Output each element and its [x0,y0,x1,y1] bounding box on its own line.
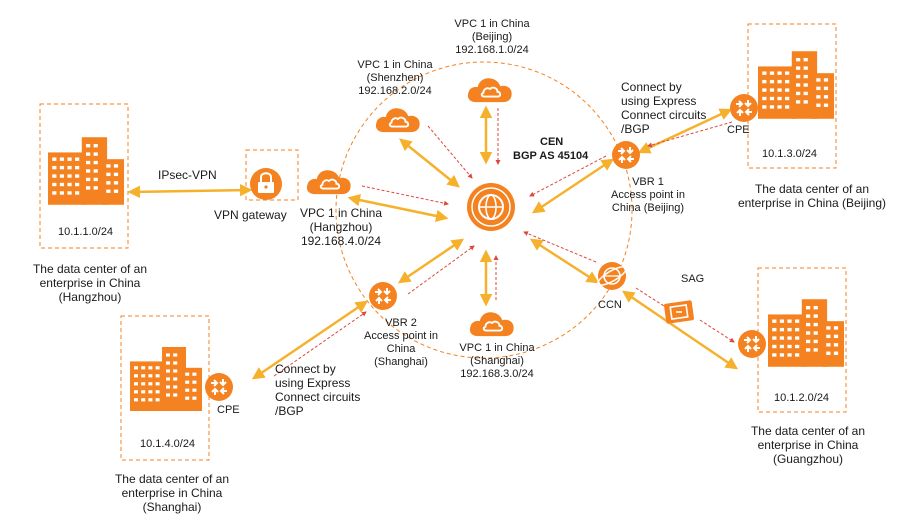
sag-icon [664,300,694,324]
dc-guangzhou-cidr: 10.1.2.0/24 [774,392,830,404]
express-top-line2: using Express [621,94,697,108]
dc-beijing-line1: The data center of an [754,182,870,196]
dc-hangzhou-cidr: 10.1.1.0/24 [58,226,114,238]
vpc-shanghai-cloud-icon [468,311,515,338]
vbr1-name: VBR 1 [632,176,664,188]
ccn-label: CCN [598,299,622,311]
dc-shanghai-cpe: CPE [217,404,240,416]
building-icon [768,299,844,367]
vpc-hangzhou-line2: (Hangzhou) [309,220,373,234]
vpn-gateway-label: VPN gateway [214,208,287,222]
building-icon [130,347,202,411]
vpc-shenzhen-label: VPC 1 in China (Shenzhen) 192.168.2.0/24 [348,59,442,98]
dc-shanghai-line2: enterprise in China [121,486,223,500]
dc-shanghai-line3: (Shanghai) [142,500,202,514]
vpc-shenzhen-line2: (Shenzhen) [366,72,424,84]
yellow-links [127,105,739,380]
dc-guangzhou-line2: enterprise in China [757,438,859,452]
cpe-router-icon [737,329,767,359]
datacenter-box-shanghai [120,315,210,461]
vpc-beijing-line2: (Beijing) [471,31,513,43]
vbr1-line3: China (Beijing) [611,202,685,214]
vpn-gateway-box [245,149,299,201]
dc-shanghai-line1: The data center of an [114,472,230,486]
vpc-shenzhen-line1: VPC 1 in China [357,59,433,71]
vbr1-router-icon [611,140,641,170]
dashed-links [273,108,735,377]
vbr1-label: VBR 1 Access point in China (Beijing) [604,176,692,215]
vpc-hangzhou-line1: VPC 1 in China [299,206,383,220]
globe-icon [467,183,515,231]
cpe-router-icon [729,93,759,123]
express-top-line1: Connect by [621,80,682,94]
express-bottom-line3: Connect circuits [275,390,361,404]
dc-beijing-cidr: 10.1.3.0/24 [762,148,818,160]
dc-guangzhou-line3: (Guangzhou) [772,452,844,466]
vbr2-line4: (Shanghai) [374,356,428,368]
cpe-router-icon [204,372,234,402]
vpc-shenzhen-cloud-icon [374,107,421,134]
cen-boundary-circle [335,61,633,359]
vbr1-line2: Access point in [611,189,685,201]
express-connect-bottom-label: Connect by using Express Connect circuit… [275,362,360,418]
vpc-beijing-line1: VPC 1 in China [454,18,530,30]
dc-guangzhou-line1: The data center of an [750,424,866,438]
dc-shanghai-caption: The data center of an enterprise in Chin… [82,472,262,514]
vpc-beijing-cidr: 192.168.1.0/24 [455,44,529,56]
vbr2-line2: Access point in [364,330,438,342]
express-connect-top-label: Connect by using Express Connect circuit… [621,80,706,136]
dc-hangzhou-line2: enterprise in China [39,276,141,290]
vpn-gateway-lock-icon [250,168,282,200]
sag-label: SAG [681,273,705,285]
express-bottom-line1: Connect by [275,362,336,376]
vpc-hangzhou-cidr: 192.168.4.0/24 [300,234,382,248]
express-top-line4: /BGP [621,122,650,136]
vpc-shenzhen-cidr: 192.168.2.0/24 [358,85,432,97]
vpc-beijing-label: VPC 1 in China (Beijing) 192.168.1.0/24 [448,18,536,57]
cen-title: CEN [540,136,564,148]
dc-hangzhou-line1: The data center of an [32,262,148,276]
dc-guangzhou-caption: The data center of an enterprise in Chin… [718,424,898,466]
dc-beijing-line2: enterprise in China (Beijing) [737,196,887,210]
vbr2-label: VBR 2 Access point in China (Shanghai) [360,317,442,369]
vpc-beijing-cloud-icon [466,77,513,104]
dc-hangzhou-line3: (Hangzhou) [58,290,122,304]
express-bottom-line4: /BGP [275,404,304,418]
vbr2-name: VBR 2 [385,317,417,329]
datacenter-box-hangzhou [39,103,129,249]
vpc-shanghai-label: VPC 1 in China (Shanghai) 192.168.3.0/24 [451,342,543,381]
building-icon [48,137,124,205]
vpc-shanghai-line1: VPC 1 in China [459,342,535,354]
ccn-icon [597,262,627,290]
vbr2-line3: China [386,343,416,355]
dc-beijing-cpe: CPE [727,124,750,136]
cen-subtitle: BGP AS 45104 [513,150,589,162]
building-icon [758,51,834,119]
vbr2-router-icon [368,281,398,311]
express-bottom-line2: using Express [275,376,351,390]
dc-beijing-caption: The data center of an enterprise in Chin… [722,182,902,210]
vpc-shanghai-line2: (Shanghai) [470,355,524,367]
vpc-hangzhou-label: VPC 1 in China (Hangzhou) 192.168.4.0/24 [290,206,392,248]
express-top-line3: Connect circuits [621,108,707,122]
vpc-hangzhou-cloud-icon [305,169,352,196]
dc-hangzhou-caption: The data center of an enterprise in Chin… [0,262,180,304]
vpc-shanghai-cidr: 192.168.3.0/24 [460,368,534,380]
dc-shanghai-cidr: 10.1.4.0/24 [140,438,196,450]
ipsec-vpn-label: IPsec-VPN [158,168,217,182]
